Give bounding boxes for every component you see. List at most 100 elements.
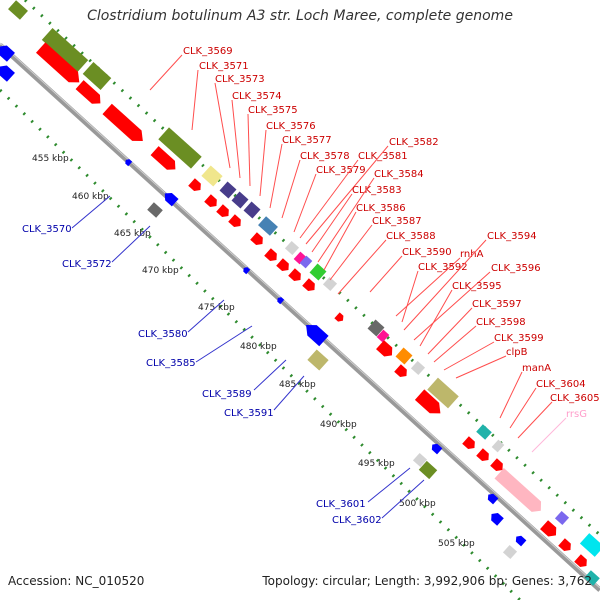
feature-gene [502,544,518,560]
leader-line [111,225,151,263]
feature-gene [41,27,89,73]
feature-gene [395,347,413,365]
feature-arrow [334,312,344,322]
feature-gene [258,216,278,236]
tick-label: 470 kbp [142,266,179,276]
gene-label-clk-3599: CLK_3599 [494,333,544,344]
feature-arrow [490,458,503,472]
feature-gene [476,424,492,440]
feature-arrow [75,80,101,104]
tick-label: 485 kbp [279,380,316,390]
map-title: Clostridium botulinum A3 str. Loch Maree… [87,8,513,24]
feature-arrow [216,204,229,218]
tick-label: 505 kbp [438,539,475,549]
leader-line [293,173,317,233]
gene-label-clk-3605: CLK_3605 [550,393,600,404]
leader-line [323,211,357,271]
leader-line [253,359,287,391]
feature-gene [243,201,261,219]
feature-arrow [491,512,504,526]
feature-arrow [0,45,15,62]
upper-gene-labels: CLK_3569 CLK_3571 CLK_3573 CLK_3574 CLK_… [149,46,600,453]
feature-arrow [540,520,557,537]
feature-arrow [35,42,80,83]
leader-line [71,195,111,229]
feature-gene [554,510,570,526]
gene-label-clk-3587: CLK_3587 [372,216,422,227]
leader-line [311,193,353,253]
tick-label: 460 kbp [72,192,109,202]
feature-gene [367,319,385,337]
feature-gene [201,165,223,187]
gene-label-clk-3597: CLK_3597 [472,299,522,310]
leader-line [281,159,301,219]
feature-gene [82,62,112,90]
gene-label-clk-3581: CLK_3581 [358,151,408,162]
feature-arrow [188,178,201,192]
feature-arrow [558,538,571,552]
gene-label-clk-3578: CLK_3578 [300,151,350,162]
feature-gene [418,460,438,480]
gene-label-clk-3586: CLK_3586 [356,203,406,214]
gene-label-clk-3569: CLK_3569 [183,46,233,57]
tick-label: 495 kbp [358,459,395,469]
leader-line [455,355,507,379]
feature-arrow [250,232,263,246]
feature-arrow [376,340,393,357]
leader-line [231,99,241,179]
gene-label-clk-3580: CLK_3580 [138,329,188,340]
feature-arrow [102,103,143,142]
feature-gene [412,452,428,468]
gene-label-clk-3577: CLK_3577 [282,135,332,146]
gene-label-mana: manA [522,363,551,374]
gene-label-clk-3571: CLK_3571 [199,61,249,72]
leader-line [269,143,283,209]
feature-gene [309,263,327,281]
feature-arrow [243,267,251,275]
leader-line [499,371,523,419]
feature-arrow [302,278,315,292]
gene-label-clk-3590: CLK_3590 [402,247,452,258]
feature-gene [219,181,237,199]
leader-line [317,177,375,263]
gene-label-clpb: clpB [506,347,528,358]
feature-arrow [515,535,527,547]
leader-line [517,401,553,439]
leader-line [381,479,425,519]
gene-label-clk-3602: CLK_3602 [332,515,382,526]
feature-arrow [476,448,489,462]
gene-label-clk-3579: CLK_3579 [316,165,366,176]
feature-gene [158,127,202,169]
leader-line [433,325,477,363]
feature-gene [284,240,300,256]
backbone [0,43,600,592]
leader-line [427,307,473,355]
gene-label-clk-3589: CLK_3589 [202,389,252,400]
backbone-highlight [0,42,600,589]
leader-line [187,299,225,333]
leader-line [191,69,199,131]
feature-gene [322,276,338,292]
tick-label: 490 kbp [320,420,357,430]
feature-arrow [306,324,329,347]
leader-line [305,145,389,245]
feature-arrow [276,258,289,272]
leader-line [419,289,453,347]
leader-line [195,325,253,363]
feature-gene [147,202,163,218]
tick-label: 480 kbp [240,342,277,352]
leader-line [299,159,359,239]
feature-arrow [574,554,587,568]
gene-label-clk-3596: CLK_3596 [491,263,541,274]
feature-arrow [0,65,15,82]
gene-label-clk-3601: CLK_3601 [316,499,366,510]
feature-arrow [204,194,217,208]
feature-gene [376,329,390,343]
feature-gene [410,360,426,376]
lower-gene-labels: CLK_3570 CLK_3572 CLK_3580 CLK_3585 CLK_… [22,195,425,526]
feature-arrow [394,364,407,378]
gene-label-clk-3572: CLK_3572 [62,259,112,270]
feature-gene [8,0,28,20]
